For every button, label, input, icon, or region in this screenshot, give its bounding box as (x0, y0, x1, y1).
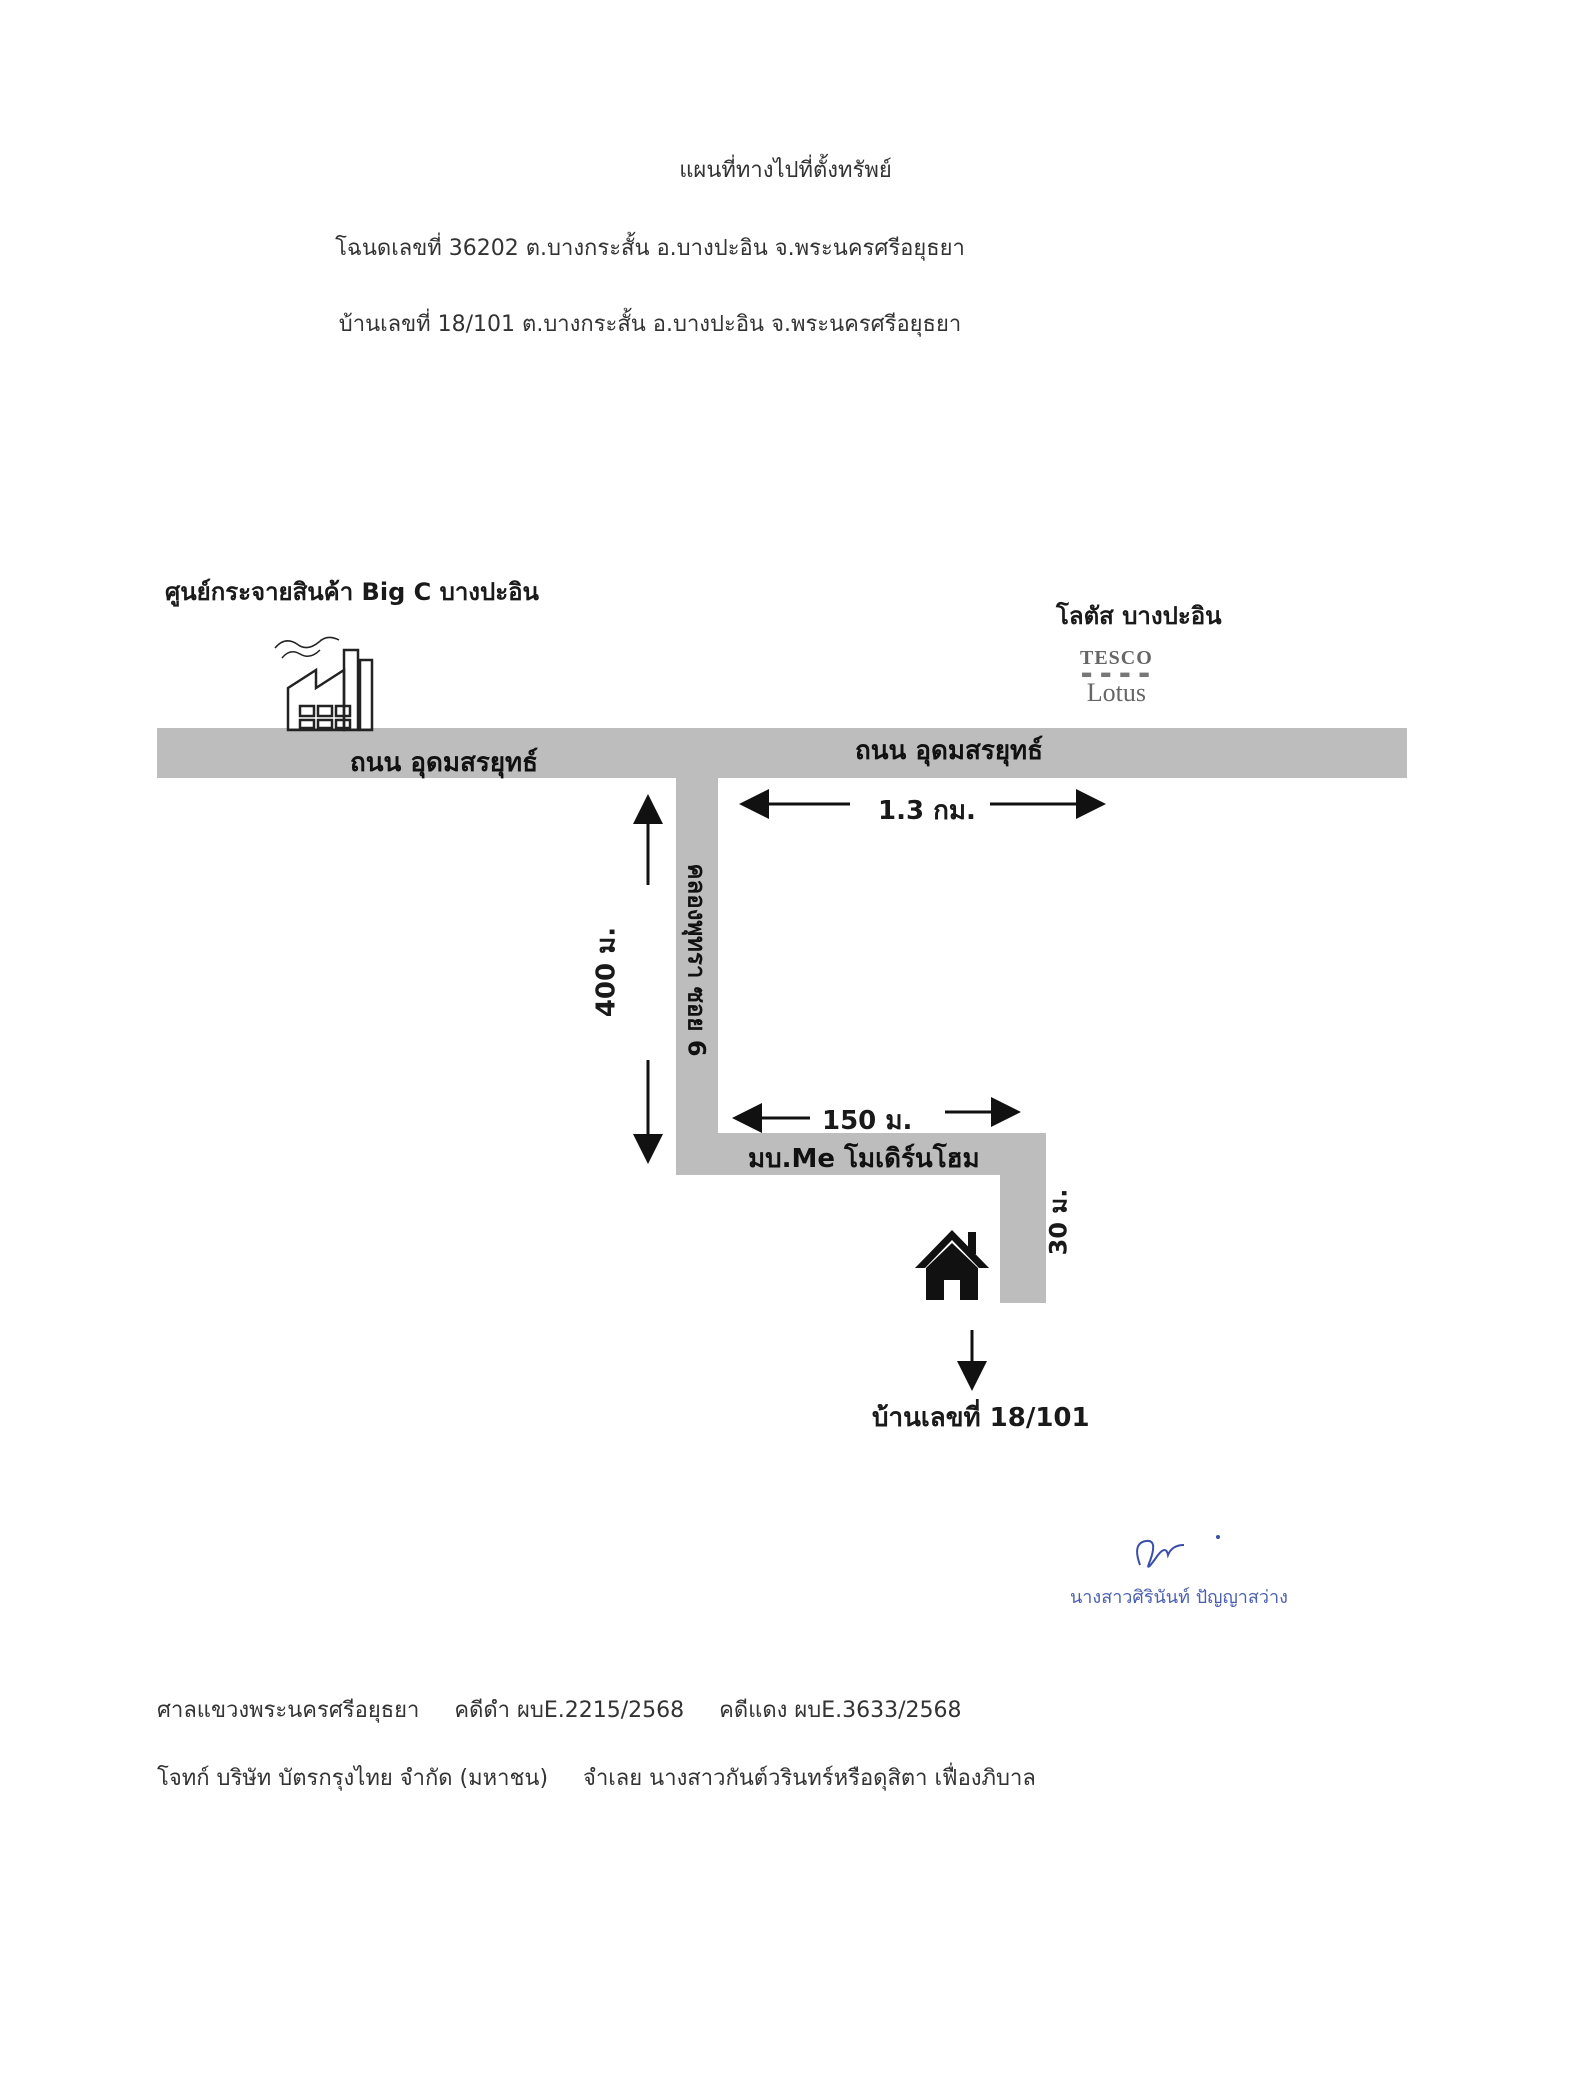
soi-road (676, 775, 718, 1175)
footer-parties-line: โจทก์ บริษัท บัตรกรุงไทย จำกัด (มหาชน) จ… (157, 1760, 1064, 1795)
tesco-lotus-logo: TESCO ▬ ▬ ▬ ▬ Lotus (1080, 648, 1153, 706)
main-road-label-left: ถนน อุดมสรยุทธ์ (350, 748, 539, 778)
house-address-line: บ้านเลขที่ 18/101 ต.บางกระสั้น อ.บางปะอิ… (338, 312, 962, 337)
bigc-label: ศูนย์กระจายสินค้า Big C บางปะอิน (165, 578, 539, 606)
distance-soi-label: 400 ม. (591, 926, 622, 1018)
plaintiff: โจทก์ บริษัท บัตรกรุงไทย จำกัด (มหาชน) (157, 1766, 549, 1791)
main-road-label-right: ถนน อุดมสรยุทธ์ (855, 736, 1044, 766)
tesco-logo-top: TESCO (1080, 647, 1153, 669)
signature-dot (1216, 1535, 1220, 1539)
court-name: ศาลแขวงพระนครศรีอยุธยา (157, 1698, 420, 1723)
distance-main-label: 1.3 กม. (878, 796, 976, 826)
defendant: จำเลย นางสาวกันต์วรินทร์หรือดุสิตา เฟื่อ… (583, 1766, 1036, 1791)
house-icon (915, 1230, 989, 1300)
lotus-label: โลตัส บางปะอิน (1056, 602, 1222, 630)
footer-case-line: ศาลแขวงพระนครศรีอยุธยา คดีดำ ผบE.2215/25… (157, 1692, 990, 1727)
tesco-logo-dash: ▬ ▬ ▬ ▬ (1081, 667, 1152, 681)
distance-village-label: 150 ม. (822, 1106, 913, 1136)
house-number-label: บ้านเลขที่ 18/101 (872, 1403, 1090, 1433)
signature-scribble (1136, 1539, 1185, 1568)
last-road (1000, 1133, 1046, 1303)
soi-road-label: คลองพุทรา ซอย 6 (682, 863, 711, 1057)
signature-name: นางสาวศิรินันท์ ปัญญาสว่าง (1070, 1587, 1288, 1608)
tesco-logo-bottom: Lotus (1086, 678, 1147, 707)
map-title: แผนที่ทางไปที่ตั้งทรัพย์ (679, 158, 892, 183)
factory-icon (274, 636, 374, 732)
distance-last-label: 30 ม. (1044, 1188, 1073, 1256)
village-road-label: มบ.Me โมเดิร์นโฮม (748, 1144, 980, 1174)
black-case-number: คดีดำ ผบE.2215/2568 (454, 1698, 685, 1723)
main-road (157, 728, 1407, 778)
red-case-number: คดีแดง ผบE.3633/2568 (719, 1698, 962, 1723)
deed-line: โฉนดเลขที่ 36202 ต.บางกระสั้น อ.บางปะอิน… (335, 236, 965, 261)
village-road (676, 1133, 1046, 1175)
